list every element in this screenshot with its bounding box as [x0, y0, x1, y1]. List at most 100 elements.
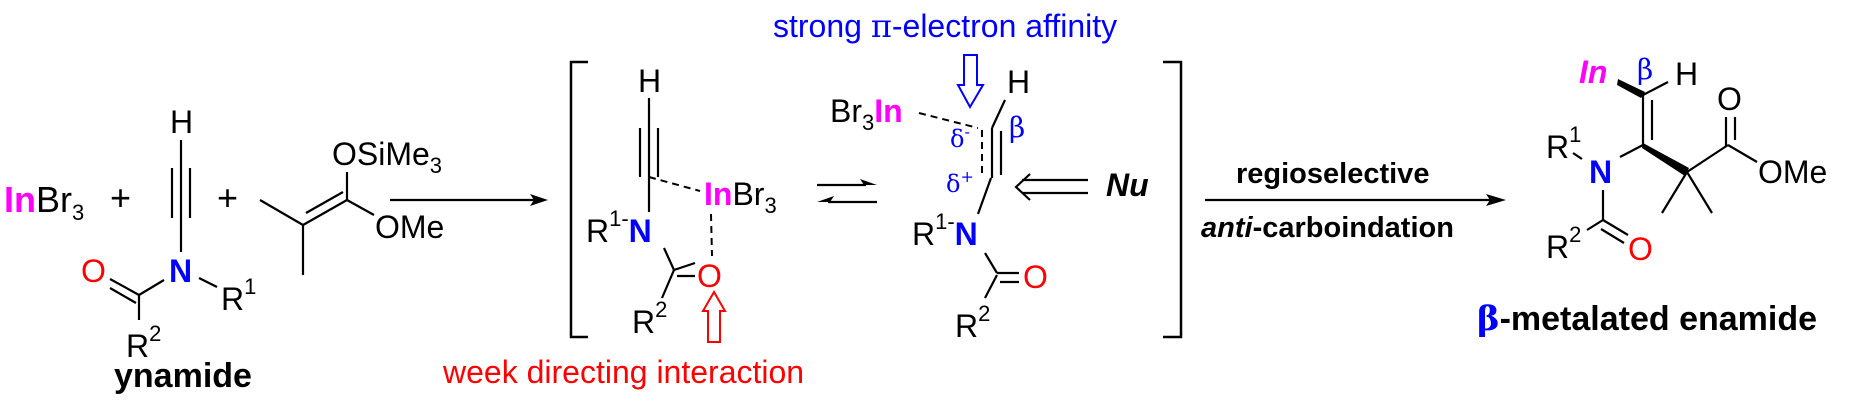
r-label: R: [221, 281, 244, 317]
r-label: R: [1546, 129, 1569, 165]
methyl-bond: [1686, 171, 1713, 214]
amide-oxygen-label: O: [1628, 231, 1653, 267]
r1-label: R1: [1546, 122, 1581, 165]
superscript: 1: [244, 274, 256, 299]
bond: [1642, 81, 1669, 96]
r1-label: R1: [221, 274, 256, 317]
delta-plus-label: δ+: [946, 167, 974, 198]
hydrogen-label: H: [638, 63, 661, 99]
superscript: 1-: [935, 209, 955, 234]
bond: [1619, 144, 1644, 158]
indium-label: In: [4, 179, 36, 220]
r-label: R: [126, 328, 149, 364]
superscript: 2: [1569, 222, 1581, 247]
r2-label: R2: [1546, 222, 1581, 265]
r-label: R: [1546, 229, 1569, 265]
oxygen-label: O: [81, 253, 106, 289]
subscript: 3: [862, 110, 874, 135]
superscript: 1-: [609, 206, 629, 231]
bond: [991, 99, 1006, 129]
nitrogen-label: N: [629, 213, 652, 249]
bond: [259, 199, 304, 226]
pi-symbol: π: [871, 7, 892, 45]
intermediate-2-structure: strong π-electron affinity Br3In H δ- δ+…: [773, 7, 1149, 344]
silyl-ketene-acetal-structure: OSiMe3 OMe: [259, 136, 444, 275]
nitrogen-label: N: [955, 216, 978, 252]
anti-text: anti: [1201, 212, 1254, 244]
r2-label: R2: [632, 297, 667, 340]
beta-label: β: [1637, 53, 1653, 86]
bond: [198, 277, 218, 288]
superscript: 2: [149, 321, 161, 346]
r1-n-label: R1-N: [586, 206, 652, 249]
plus-sign: +: [110, 177, 131, 218]
directing-interaction-annotation: week directing interaction: [442, 354, 804, 390]
bond: [305, 191, 344, 214]
subscript: 3: [72, 200, 84, 225]
open-arrow-up-icon: [701, 290, 727, 343]
bond: [984, 252, 998, 274]
reaction-arrow: [390, 194, 548, 206]
r-label: R: [586, 213, 609, 249]
nitrogen-label: N: [169, 253, 192, 289]
carboindation-text: -carboindation: [1253, 212, 1454, 244]
coordination-dash: [918, 112, 979, 129]
r2-label: R2: [955, 301, 990, 344]
delta-symbol: δ: [950, 125, 964, 153]
hydrogen-label: H: [170, 104, 193, 140]
oxygen-label: O: [1023, 259, 1048, 295]
conditions-arrow: regioselective anti-carboindation: [1201, 158, 1506, 244]
r-label: R: [955, 308, 978, 344]
superscript: 2: [655, 297, 667, 322]
superscript: 2: [978, 301, 990, 326]
r2-label: R2: [126, 321, 161, 364]
beta-label: β: [1009, 111, 1025, 144]
intermediate-1-structure: H InBr3 R1-N O R2 week directing interac…: [442, 63, 804, 390]
regioselective-label: regioselective: [1236, 158, 1429, 190]
bold-bond: [1617, 79, 1645, 98]
product-structure: In β H R1 N R2 O O OMe β-metalated enami…: [1477, 53, 1827, 339]
left-bracket: [569, 60, 588, 339]
bond: [976, 177, 993, 215]
delta-minus-label: δ-: [950, 122, 970, 153]
open-arrow-down-icon: [956, 54, 985, 110]
equilibrium-arrows: [817, 179, 877, 204]
subscript: 3: [764, 193, 776, 218]
br3in-label: Br3In: [830, 93, 903, 135]
r1-n-label: R1-N: [912, 209, 978, 252]
nucleophile-label: Nu: [1106, 167, 1149, 203]
ynamide-structure: H N R1 O R2 ynamide: [81, 104, 256, 395]
bond: [302, 199, 348, 226]
ome-label: OMe: [1758, 154, 1827, 190]
charge-sign: -: [964, 122, 969, 141]
bond: [1686, 144, 1729, 173]
bond: [660, 269, 676, 299]
product-caption: β-metalated enamide: [1477, 299, 1817, 339]
bromine-label: Br: [830, 93, 862, 129]
bond: [1586, 219, 1604, 231]
bond: [109, 278, 140, 296]
plus-sign: +: [217, 177, 238, 218]
wedge-bond: [1642, 143, 1689, 176]
bond: [1727, 144, 1758, 163]
osime-text: OSiMe: [332, 136, 430, 172]
bond: [109, 287, 137, 304]
bond: [662, 247, 676, 271]
coordination-dash: [648, 176, 701, 192]
inbr3-label: InBr3: [704, 176, 777, 218]
beta-symbol: β: [1477, 299, 1500, 339]
right-bracket: [1163, 60, 1183, 339]
nucleophile-attack-arrow: [1014, 173, 1088, 201]
bond: [984, 274, 998, 299]
osime3-label: OSiMe3: [332, 136, 442, 178]
ester-oxygen-label: O: [1717, 81, 1742, 117]
bond: [1602, 219, 1629, 236]
bond: [1572, 152, 1583, 160]
bond: [346, 199, 375, 216]
bond: [673, 261, 696, 272]
inbr3-reagent: InBr3: [4, 179, 84, 225]
indium-label: In: [874, 93, 902, 129]
indium-label: In: [704, 176, 732, 212]
bromine-label: Br: [36, 179, 72, 220]
